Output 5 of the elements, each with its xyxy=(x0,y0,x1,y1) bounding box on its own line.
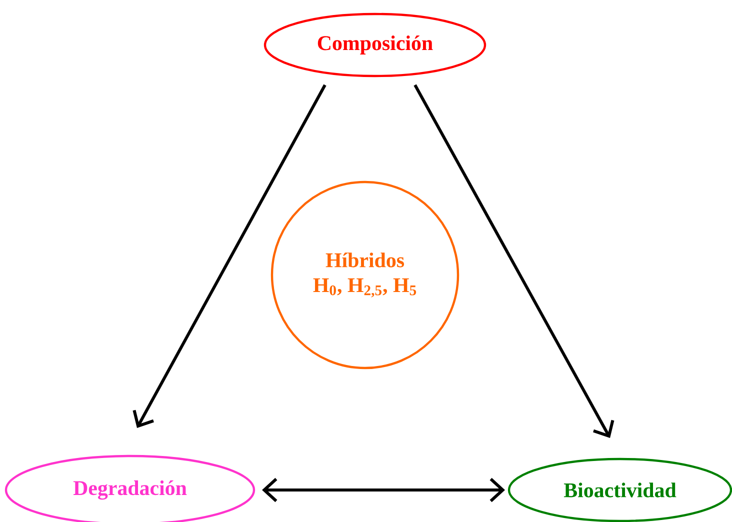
ellipse-node: Composición xyxy=(264,12,486,78)
arrow xyxy=(132,84,326,428)
arrow xyxy=(262,478,505,502)
arrow xyxy=(414,84,614,438)
circle-node: Híbridos H$_{0}$, H$_{2,5}$, H$_{5}$ xyxy=(270,180,460,370)
